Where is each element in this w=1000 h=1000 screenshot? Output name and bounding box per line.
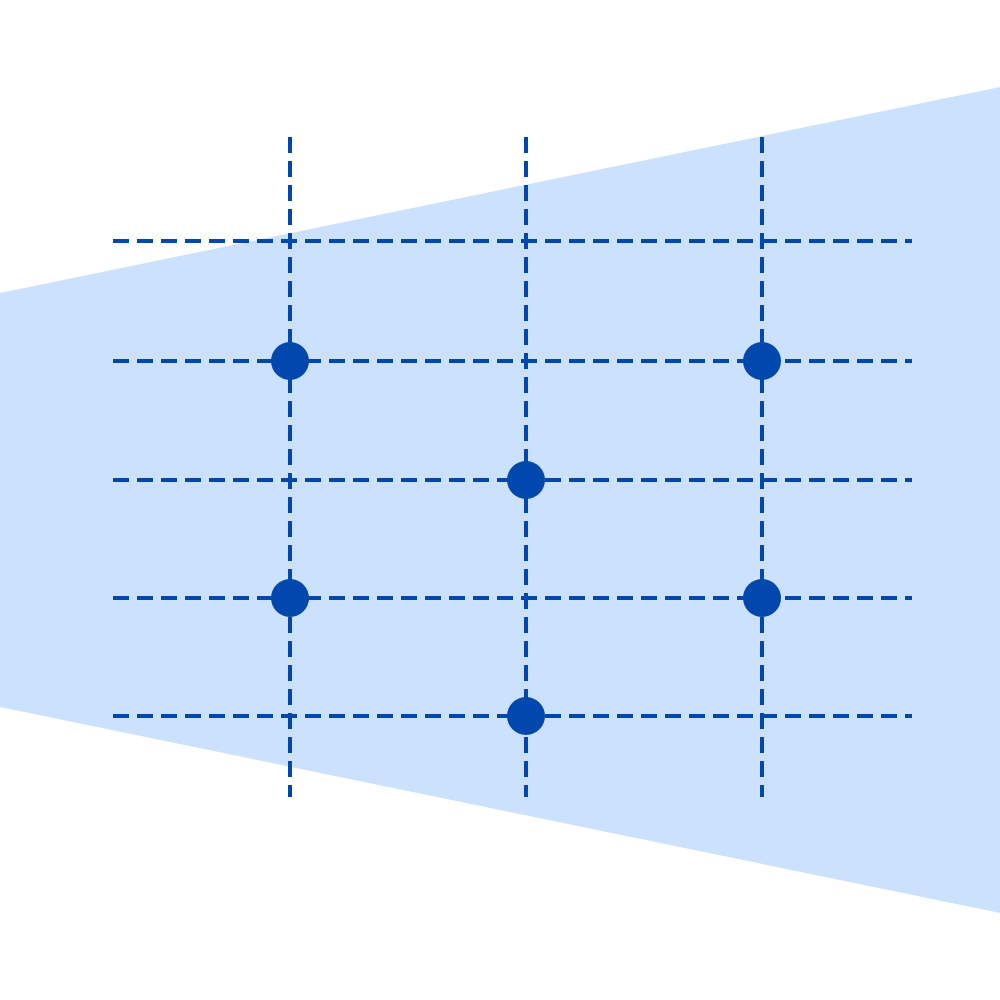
perspective-field (0, 87, 1000, 913)
marker-dot-3 (507, 461, 545, 499)
vertical-grid-lines (288, 137, 764, 797)
marker-dot-2 (743, 342, 781, 380)
marker-dot-6 (507, 697, 545, 735)
marker-dot-4 (271, 579, 309, 617)
marker-dot-1 (271, 342, 309, 380)
marker-dot-5 (743, 579, 781, 617)
grid-markers (271, 342, 781, 735)
